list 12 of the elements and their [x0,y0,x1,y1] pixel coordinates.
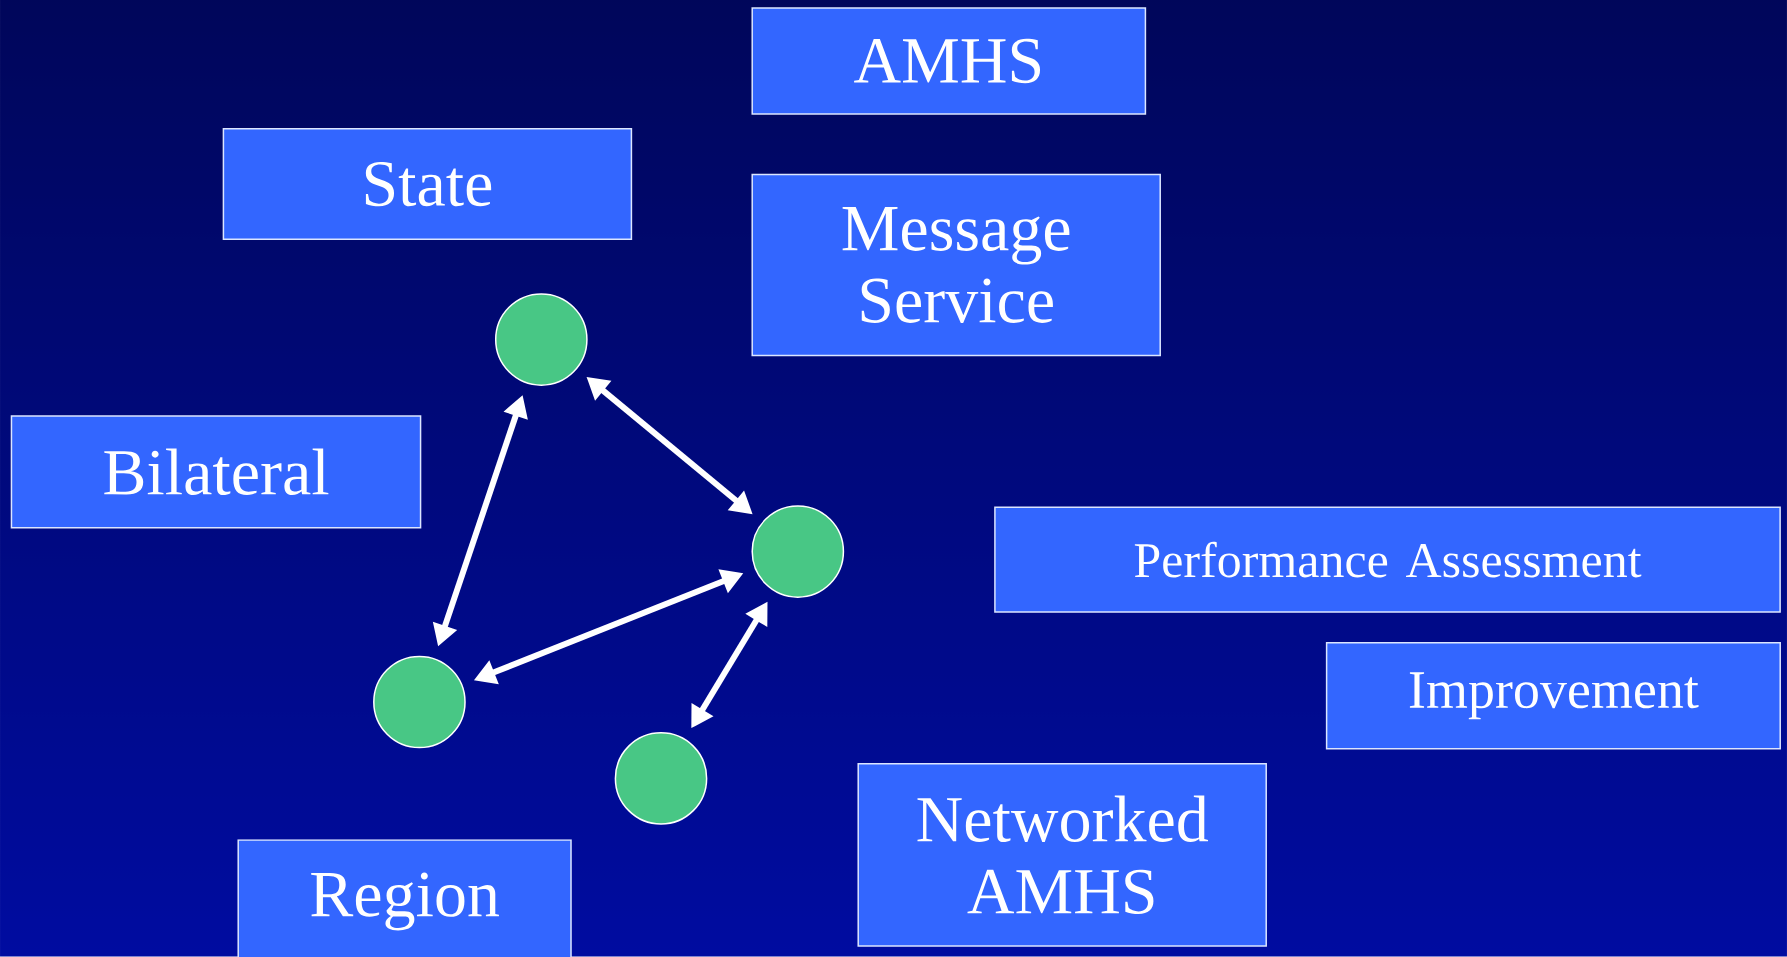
text-box: Bilateral [10,415,422,529]
circle [751,505,845,598]
text-box: Performance Assessment [994,506,1781,613]
text-box: State [222,128,633,241]
circle [614,732,708,825]
text-box: AMHS [751,7,1147,115]
text-box: Improvement [1325,642,1781,750]
text-box: Message Service [751,173,1161,357]
circle [373,655,466,749]
text-box: Region [237,839,572,957]
text-box: Networked AMHS [857,762,1267,947]
circle [494,293,588,386]
